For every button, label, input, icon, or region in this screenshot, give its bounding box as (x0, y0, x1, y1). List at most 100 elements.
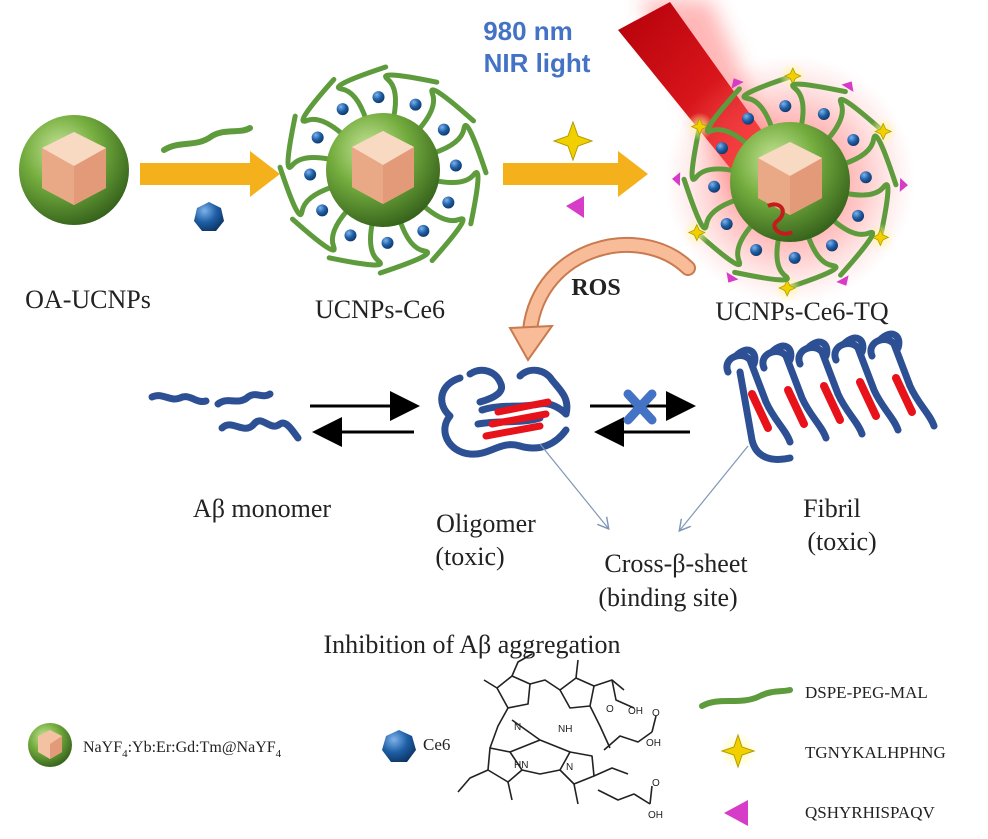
ce6-bead (750, 244, 763, 257)
oligomer-structure (438, 366, 571, 458)
ce6-bead (344, 229, 357, 242)
pointer-fibril-to-crossbeta (678, 445, 749, 533)
ce6-bead (779, 100, 792, 113)
label-oligomer: Oligomer (436, 509, 536, 538)
ce6-bead (742, 112, 755, 125)
tgn-star (778, 278, 797, 297)
ce6-bead (847, 134, 860, 147)
peg-ligand (689, 124, 738, 182)
qsh-triangle (841, 81, 854, 92)
legend-qsh-label: QSHYRHISPAQV (805, 803, 935, 822)
qsh-triangle (899, 177, 908, 192)
legend-nanoparticle-label: NaYF4:Yb:Er:Gd:Tm@NaYF4 (83, 739, 282, 760)
ucnps-ce6-particle (277, 64, 489, 276)
peg-ligand (704, 86, 751, 148)
ce6-bead (336, 103, 349, 116)
ce6-atom-labels: OH O NH N HN N OH O OH O (514, 704, 663, 821)
chem-oh-top: OH (628, 706, 643, 717)
ce6-bead (852, 209, 865, 222)
peg-ligand (432, 170, 481, 227)
chem-nh-top: NH (558, 724, 572, 735)
legend-tgn-label: TGNYKALHPHNG (805, 743, 946, 762)
ce6-bead (372, 91, 385, 104)
peg-ligand (285, 113, 334, 170)
legend-dspe-label: DSPE-PEG-MAL (805, 683, 928, 702)
ce6-bead (304, 168, 317, 181)
fibril-strand (723, 352, 794, 446)
beta-sheet-segment (784, 386, 808, 428)
chem-oh-mid: OH (646, 738, 661, 749)
fibril-strand (759, 348, 830, 442)
ce6-bead (817, 107, 830, 120)
peg-ligand (377, 217, 431, 276)
ce6-bead (409, 98, 422, 111)
fibril-strand-loop (840, 334, 867, 356)
legend-ce6-label: Ce6 (423, 735, 450, 754)
peg-ligand (335, 64, 389, 123)
qsh-triangle (731, 78, 744, 89)
block-x-icon (623, 389, 657, 425)
legend-nanoparticle-icon (28, 723, 72, 767)
step2-qsh-triangle-icon (566, 196, 584, 218)
step1-peg-ligand-icon (161, 125, 253, 153)
label-oa-ucnps: OA-UCNPs (25, 285, 151, 314)
fibril-strand (831, 340, 902, 434)
peg-ligand (415, 87, 477, 133)
abeta-monomers (148, 390, 302, 442)
label-ucnps-ce6: UCNPs-Ce6 (315, 295, 445, 324)
tgn-star (871, 228, 890, 247)
peg-ligand (842, 182, 891, 240)
step1-arrow (140, 151, 280, 197)
fibril-structure (723, 330, 938, 463)
fibril-strand (795, 344, 866, 438)
legend-tgn-star-icon (720, 733, 756, 769)
fibril-strand (736, 368, 794, 463)
ce6-bead (316, 204, 329, 217)
ce6-bead (437, 123, 450, 136)
pointer-oligomer-to-crossbeta (539, 443, 610, 531)
fibril-strand-loop (804, 338, 831, 360)
label-fibril-toxic: (toxic) (807, 527, 876, 556)
peg-ligand (790, 81, 848, 130)
step2-tgn-star-icon (552, 120, 594, 162)
peg-ligand (741, 73, 796, 132)
beta-sheet-segment (748, 390, 772, 432)
qsh-triangle (836, 275, 849, 286)
peg-ligand (829, 216, 876, 278)
peg-ligand (420, 202, 466, 264)
ce6-chemical-structure (457, 653, 657, 805)
peg-ligand (840, 133, 899, 188)
label-ucnps-ce6-tq: UCNPs-Ce6-TQ (715, 297, 889, 326)
fibril-strand-loop (876, 330, 903, 352)
ros-arrow (508, 237, 696, 362)
fibril-strand-loop (732, 346, 759, 368)
peg-ligand (326, 219, 383, 268)
peg-ligand (300, 76, 346, 138)
ce6-bead (825, 239, 838, 252)
ce6-bead (715, 142, 728, 155)
beta-sheet-segment (856, 378, 880, 420)
legend-ce6-icon (382, 730, 416, 762)
peg-ligand (430, 122, 489, 176)
label-binding-site: (binding site) (598, 583, 737, 612)
ce6-bead (442, 196, 455, 209)
qsh-triangle (672, 172, 681, 187)
nir-light-label: NIR light (484, 48, 591, 78)
tgn-star (690, 117, 709, 136)
ce6-bead (449, 159, 462, 172)
nir-wavelength-label: 980 nm (483, 16, 573, 46)
ucnps-ce6-tq-particle (672, 62, 908, 302)
peg-ligand (732, 234, 790, 283)
ce6-bead (381, 236, 394, 249)
ce6-bead (720, 217, 733, 230)
chem-o-top: O (606, 704, 614, 715)
step2-arrow (503, 151, 648, 197)
label-ros: ROS (571, 275, 620, 301)
fibril-strand (867, 336, 938, 430)
qsh-triangle (726, 272, 739, 283)
chem-n-bottom: N (566, 762, 573, 773)
chem-o-bottom: O (652, 778, 660, 789)
peg-ligand (824, 96, 886, 143)
ce6-bead (708, 180, 721, 193)
